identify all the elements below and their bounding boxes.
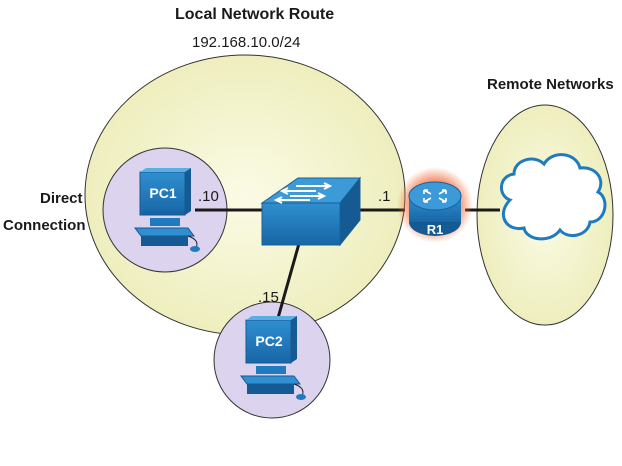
pc2-address: .15	[258, 289, 279, 306]
pc1-icon	[134, 168, 200, 252]
remote-networks-label: Remote Networks	[487, 76, 614, 93]
direct-connection-label-line1: Direct	[40, 190, 83, 207]
direct-connection-label-line2: Connection	[3, 217, 86, 234]
subnet-label: 192.168.10.0/24	[192, 34, 301, 51]
router-address: .1	[378, 188, 391, 205]
pc2-icon	[240, 316, 306, 400]
pc1-label: PC1	[149, 185, 177, 201]
diagram-title: Local Network Route	[175, 6, 335, 23]
pc2-label: PC2	[255, 333, 283, 349]
link-switch-pc2	[276, 239, 302, 319]
switch-icon	[260, 176, 362, 247]
router-icon	[408, 181, 462, 236]
router-label: R1	[426, 222, 444, 237]
pc1-address: .10	[198, 188, 219, 205]
cloud-icon	[500, 153, 607, 241]
